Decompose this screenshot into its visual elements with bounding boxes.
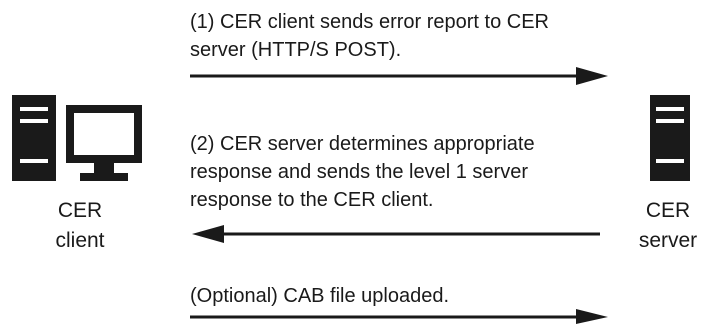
message-3-line-1: (Optional) CAB file uploaded. — [190, 285, 450, 307]
message-2-line-3: response to the CER client. — [190, 189, 434, 211]
message-1-line-1: (1) CER client sends error report to CER — [190, 11, 550, 33]
message-2-text: (2) CER server determines appropriate re… — [190, 130, 535, 214]
message-2-line-2: response and sends the level 1 server — [190, 161, 528, 183]
client-label-line1: CER — [57, 199, 103, 222]
message-3-text: (Optional) CAB file uploaded. — [190, 282, 449, 310]
message-1-line-2: server (HTTP/S POST). — [190, 39, 402, 61]
client-label-line2: client — [55, 229, 105, 252]
server-label: CER server — [618, 196, 701, 256]
server-label-line2: server — [638, 229, 698, 252]
message-2-arrow-left — [192, 225, 600, 243]
server-label-line1: CER — [645, 199, 691, 222]
message-1-arrow-right — [190, 67, 608, 85]
desktop-computer-icon — [12, 95, 142, 181]
message-3-arrow-right — [190, 309, 608, 324]
message-1-text: (1) CER client sends error report to CER… — [190, 8, 549, 64]
message-2-line-1: (2) CER server determines appropriate — [190, 133, 535, 155]
client-label: CER client — [30, 196, 130, 256]
server-tower-icon — [650, 95, 690, 181]
